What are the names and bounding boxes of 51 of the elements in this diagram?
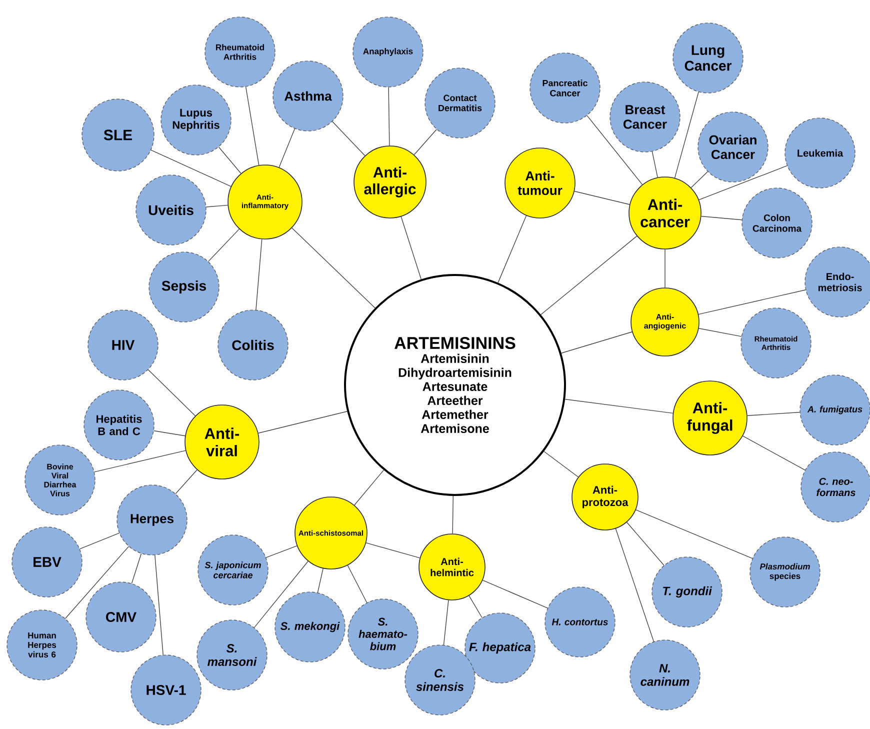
connector-line (560, 332, 632, 354)
connector-line (443, 600, 449, 646)
connector-line (564, 398, 674, 414)
connector-line (148, 369, 196, 416)
connector-line (153, 430, 186, 436)
connector-line (482, 580, 548, 608)
connector-line (175, 469, 198, 494)
connector-line (400, 216, 422, 280)
connector-line (498, 215, 527, 284)
connector-line (540, 236, 638, 316)
connector-line (388, 86, 390, 146)
connector-line (245, 86, 260, 166)
connector-line (635, 510, 753, 559)
connector-line (586, 115, 643, 185)
connector-line (256, 238, 262, 310)
connector-line (468, 595, 482, 618)
connector-line (208, 228, 240, 262)
connector-line (698, 165, 788, 200)
connector-line (154, 554, 164, 656)
connector-line (746, 412, 800, 416)
connector-line (206, 204, 228, 208)
connector-line (700, 216, 742, 220)
connector-line (266, 546, 298, 558)
connector-line (64, 546, 130, 619)
connector-line (79, 532, 120, 550)
connector-line (414, 129, 437, 156)
connector-line (258, 411, 348, 434)
connector-line (698, 290, 806, 315)
connector-line (131, 553, 142, 584)
connector-line (544, 451, 579, 478)
connector-line (626, 522, 664, 566)
connector-line (652, 151, 658, 178)
connector-line (698, 328, 742, 337)
connector-line (332, 121, 366, 156)
connector-line (690, 171, 708, 188)
connector-line (366, 542, 420, 558)
connector-line (354, 470, 384, 506)
connector-line (742, 436, 806, 470)
connector-line (574, 190, 630, 205)
connector-line (452, 496, 454, 534)
connector-line (150, 150, 232, 187)
connector-line (94, 450, 186, 472)
connector-line (254, 560, 308, 628)
connector-line (347, 565, 368, 603)
connector-line (615, 528, 654, 642)
connector-line (278, 128, 296, 168)
connector-line (674, 92, 699, 178)
connector-line (218, 146, 242, 174)
connector-line (317, 568, 324, 593)
connector-line (664, 249, 666, 288)
connector-line (292, 228, 376, 308)
